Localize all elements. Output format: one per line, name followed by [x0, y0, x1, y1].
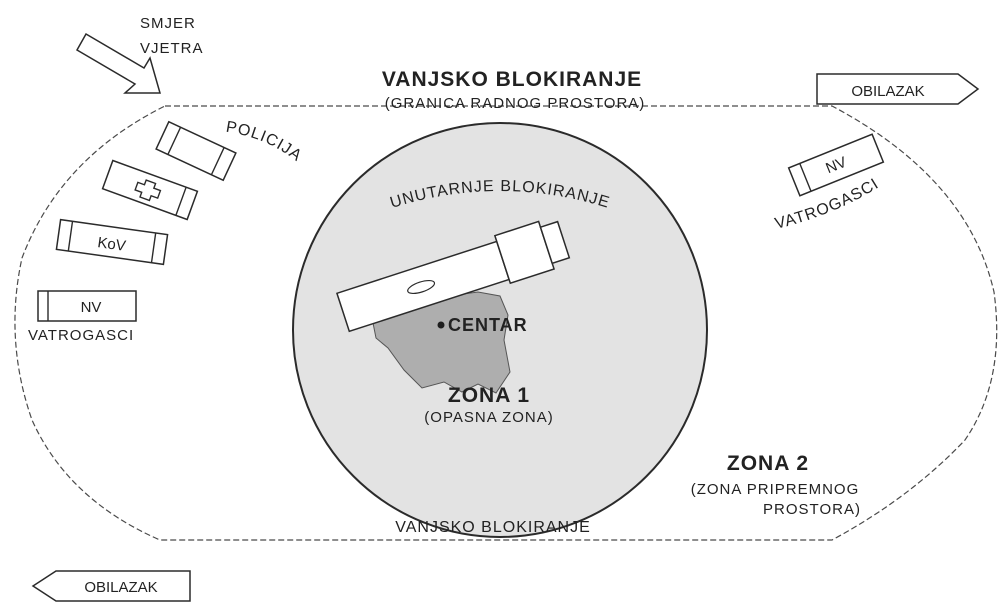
zone2-subtitle-line2: PROSTORA) — [763, 501, 861, 518]
detour-left-label: OBILAZAK — [84, 579, 157, 596]
center-point-marker — [437, 321, 445, 329]
hazard-spill-area — [371, 291, 511, 394]
outer-cordon-title: VANJSKO BLOKIRANJE — [382, 68, 642, 91]
fire-vehicle-right-icon — [787, 133, 885, 197]
outer-cordon-bottom-label: VANJSKO BLOKIRANJE — [395, 519, 591, 536]
police-vehicle-icon — [155, 120, 237, 182]
wind-direction-arrow-icon — [75, 32, 161, 94]
detour-left-arrow-icon — [31, 570, 191, 602]
fire-vehicle-right-code: NV — [823, 154, 849, 178]
ambulance-vehicle-icon — [101, 159, 199, 221]
zone1-title: ZONA 1 — [448, 384, 530, 407]
tanker-truck-icon — [335, 220, 571, 333]
fire-vehicle-left-code: NV — [81, 299, 102, 316]
zone2-title: ZONA 2 — [727, 452, 809, 475]
detour-right-label: OBILAZAK — [851, 83, 924, 100]
kov-label: KoV — [96, 234, 126, 255]
detour-right-arrow-icon — [816, 73, 980, 105]
zone1-subtitle: (OPASNA ZONA) — [424, 409, 553, 426]
zone2-subtitle-line1: (ZONA PRIPREMNOG — [691, 481, 860, 498]
outer-cordon-boundary — [14, 105, 998, 541]
police-label: POLICIJA — [225, 119, 306, 165]
outer-cordon-subtitle: (GRANICA RADNOG PROSTORA) — [385, 95, 646, 112]
wind-direction-label-line2: VJETRA — [140, 40, 204, 57]
fire-vehicle-left-label: VATROGASCI — [28, 327, 134, 344]
center-label: CENTAR — [448, 315, 528, 335]
wind-direction-label-line1: SMJER — [140, 15, 196, 32]
fire-vehicle-left-icon — [37, 290, 137, 322]
detour-sign-left: OBILAZAK — [31, 570, 191, 602]
detour-sign-right: OBILAZAK — [816, 73, 980, 105]
kov-vehicle-icon — [55, 218, 169, 266]
